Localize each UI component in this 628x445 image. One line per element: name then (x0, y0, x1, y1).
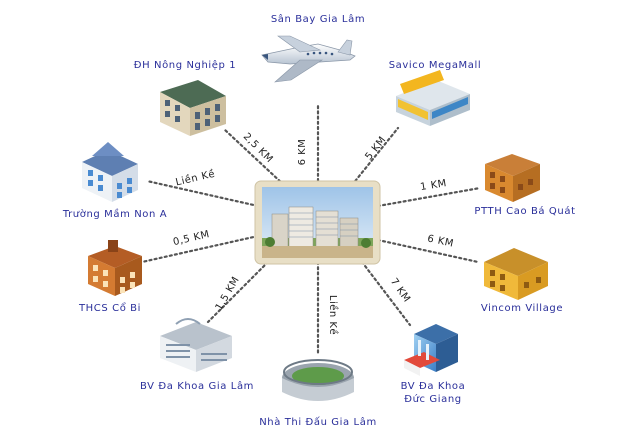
hospital-gia-lam-icon (160, 318, 232, 372)
label-mall: Savico MegaMall (388, 60, 482, 71)
distance-stadium: Liền Kề (327, 295, 339, 335)
distance-village: 6 KM (426, 233, 454, 249)
distance-highschool: 1 KM (420, 178, 448, 193)
distance-mall: 5 KM (363, 135, 388, 163)
label-stadium: Nhà Thi Đấu Gia Lâm (259, 417, 377, 428)
distance-secondary: 0,5 KM (172, 229, 211, 248)
line-mall (350, 126, 400, 187)
village-icon (484, 248, 548, 300)
university-icon (160, 80, 226, 136)
highschool-icon (485, 154, 540, 202)
label-hospital-duc-giang-1: BV Đa Khoa (400, 381, 466, 392)
line-highschool (376, 186, 482, 208)
line-village (376, 238, 480, 264)
airplane-icon (261, 35, 356, 83)
label-village: Vincom Village (480, 303, 564, 314)
mall-icon (396, 70, 470, 126)
line-university (223, 128, 286, 187)
label-kindergarten: Trường Mầm Non A (62, 209, 168, 220)
line-kindergarten (145, 179, 260, 208)
kindergarten-icon (82, 142, 138, 202)
line-secondary (140, 234, 260, 264)
label-highschool: PTTH Cao Bá Quát (474, 206, 576, 217)
label-hospital-duc-giang-2: Đức Giang (404, 394, 462, 405)
distance-airport: 6 KM (297, 139, 308, 166)
distance-kindergarten: Liền Kề (174, 168, 216, 189)
stadium-icon (282, 359, 354, 401)
project-image (254, 180, 381, 265)
label-hospital-gia-lam: BV Đa Khoa Gia Lâm (139, 381, 255, 392)
label-airport: Sân Bay Gia Lâm (270, 14, 366, 25)
line-hospital-gl (206, 260, 270, 324)
label-secondary: THCS Cổ Bi (78, 303, 142, 314)
secondary-school-icon (88, 240, 142, 296)
label-university: ĐH Nông Nghiệp 1 (133, 60, 237, 71)
line-hospital-dg (360, 260, 412, 327)
hospital-duc-giang-icon (404, 324, 458, 376)
